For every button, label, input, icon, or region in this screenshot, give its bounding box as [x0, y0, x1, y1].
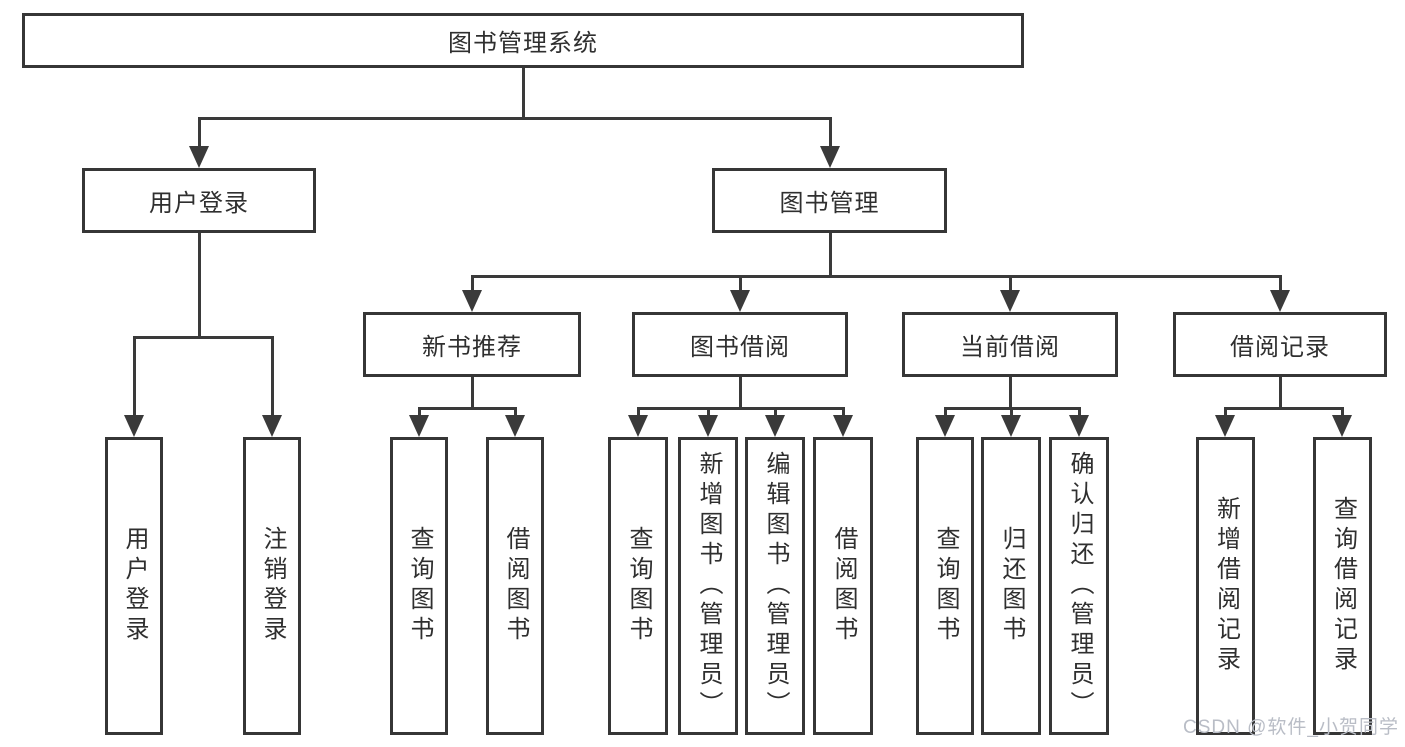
node-label: 借阅记录: [1230, 334, 1330, 361]
node-label: 图书借阅: [690, 334, 790, 361]
arrowhead: [1270, 290, 1290, 312]
arrowhead: [1000, 290, 1020, 312]
arrowhead: [833, 415, 853, 437]
leaf-label: 编辑图书（管理员）: [762, 451, 789, 721]
connector-line: [1340, 407, 1344, 416]
connector-line: [636, 407, 845, 410]
connector-line: [1223, 407, 1344, 410]
node-label: 新书推荐: [422, 334, 522, 361]
connector-line: [513, 407, 517, 416]
connector-line: [1077, 407, 1081, 416]
leaf-label: 归还图书: [998, 526, 1025, 646]
connector-line: [1008, 275, 1012, 291]
arrowhead: [628, 415, 648, 437]
connector-line: [841, 407, 845, 416]
csdn-watermark: CSDN @软件_小贺同学: [1183, 717, 1399, 738]
connector-line: [132, 336, 274, 339]
connector-line: [470, 275, 474, 291]
leaf-label: 确认归还（管理员）: [1066, 451, 1093, 721]
connector-line: [943, 407, 947, 416]
node-label: 当前借阅: [960, 334, 1060, 361]
connector-line: [773, 407, 777, 416]
connector-line: [738, 377, 742, 410]
connector-line: [1223, 407, 1227, 416]
leaf-add-book-admin: 新增图书（管理员）: [678, 437, 738, 735]
node-label: 图书管理: [779, 190, 880, 217]
connector-line: [1008, 377, 1012, 410]
leaf-query-books-recommend: 查询图书: [390, 437, 448, 735]
arrowhead: [1069, 415, 1089, 437]
arrowhead: [1332, 415, 1352, 437]
connector-line: [470, 275, 1282, 278]
node-current-borrowing: 当前借阅: [902, 312, 1118, 377]
connector-line: [1278, 377, 1282, 410]
connector-line: [828, 117, 832, 147]
leaf-edit-book-admin: 编辑图书（管理员）: [745, 437, 805, 735]
connector-line: [417, 407, 421, 416]
arrowhead: [765, 415, 785, 437]
leaf-label: 查询图书: [406, 526, 433, 646]
node-user-login: 用户登录: [82, 168, 316, 233]
leaf-add-borrow-record: 新增借阅记录: [1196, 437, 1255, 735]
arrowhead: [409, 415, 429, 437]
connector-line: [270, 336, 274, 416]
connector-line: [828, 233, 832, 278]
leaf-label: 查询借阅记录: [1329, 496, 1357, 676]
leaf-query-borrow-record: 查询借阅记录: [1313, 437, 1372, 735]
connector-line: [521, 68, 525, 120]
leaf-label: 用户登录: [121, 526, 148, 646]
arrowhead: [462, 290, 482, 312]
leaf-label: 新增借阅记录: [1212, 496, 1240, 676]
connector-line: [1009, 407, 1013, 416]
leaf-return-books: 归还图书: [981, 437, 1041, 735]
leaf-query-books-current: 查询图书: [916, 437, 974, 735]
leaf-borrow-books-recommend: 借阅图书: [486, 437, 544, 735]
leaf-label: 借阅图书: [830, 526, 857, 646]
leaf-label: 借阅图书: [502, 526, 529, 646]
leaf-user-login: 用户登录: [105, 437, 163, 735]
node-new-book-recommend: 新书推荐: [363, 312, 581, 377]
arrowhead: [505, 415, 525, 437]
leaf-label: 新增图书（管理员）: [695, 451, 722, 721]
arrowhead: [189, 146, 209, 168]
node-label: 用户登录: [149, 190, 249, 217]
leaf-logout: 注销登录: [243, 437, 301, 735]
arrowhead: [1215, 415, 1235, 437]
connector-line: [197, 117, 201, 147]
connector-line: [1278, 275, 1282, 291]
leaf-label: 查询图书: [625, 526, 652, 646]
connector-line: [417, 407, 517, 410]
connector-line: [706, 407, 710, 416]
connector-line: [197, 233, 201, 339]
node-book-management: 图书管理: [712, 168, 947, 233]
connector-line: [470, 377, 474, 410]
arrowhead: [820, 146, 840, 168]
leaf-borrow-books: 借阅图书: [813, 437, 873, 735]
connector-line: [197, 117, 832, 120]
connector-line: [636, 407, 640, 416]
arrowhead: [730, 290, 750, 312]
arrowhead: [698, 415, 718, 437]
arrowhead: [262, 415, 282, 437]
node-borrowing-records: 借阅记录: [1173, 312, 1387, 377]
connector-line: [132, 336, 136, 416]
leaf-query-books-borrow: 查询图书: [608, 437, 668, 735]
arrowhead: [124, 415, 144, 437]
leaf-confirm-return-admin: 确认归还（管理员）: [1049, 437, 1109, 735]
node-label: 图书管理系统: [448, 30, 598, 57]
connector-line: [738, 275, 742, 291]
arrowhead: [1001, 415, 1021, 437]
node-book-borrowing: 图书借阅: [632, 312, 848, 377]
leaf-label: 查询图书: [932, 526, 959, 646]
arrowhead: [935, 415, 955, 437]
leaf-label: 注销登录: [259, 526, 286, 646]
node-root-library-system: 图书管理系统: [22, 13, 1024, 68]
